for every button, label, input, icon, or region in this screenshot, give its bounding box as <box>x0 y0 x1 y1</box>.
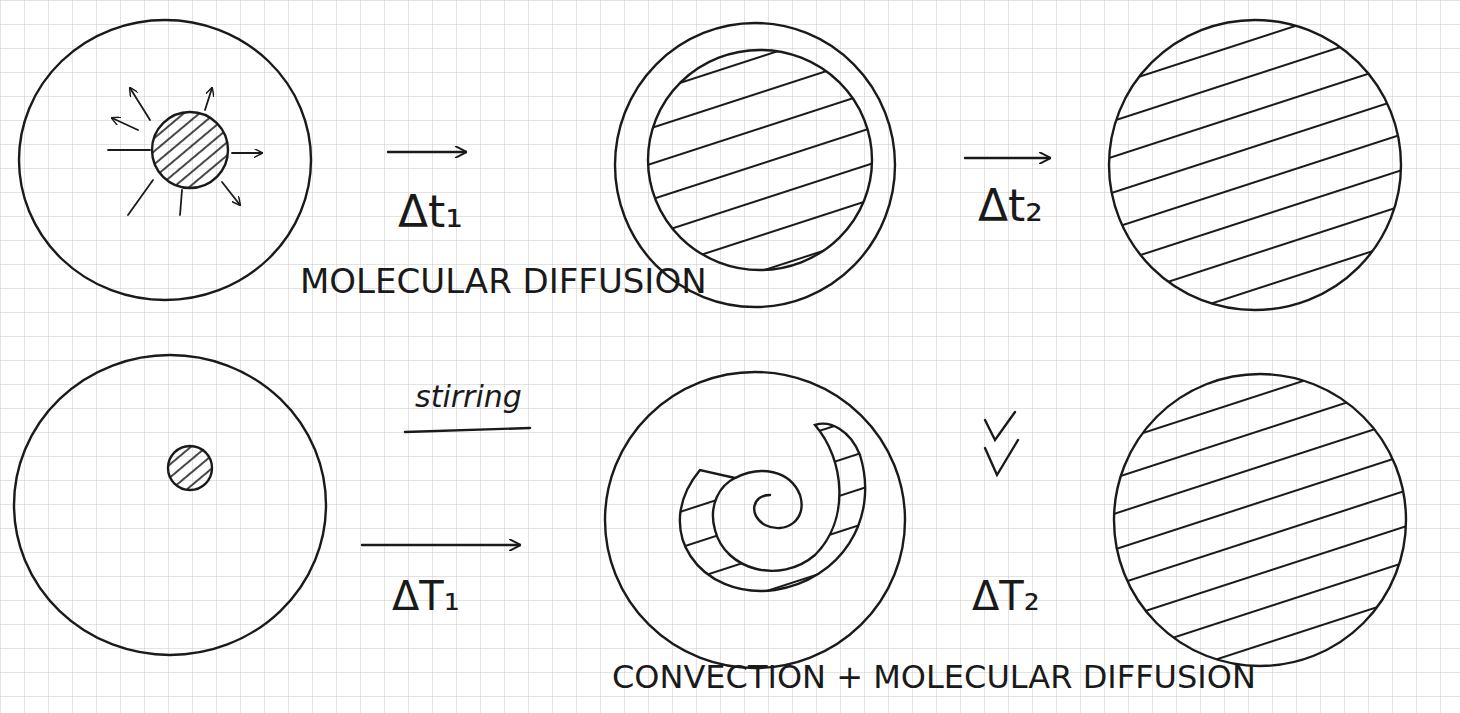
swirl-center <box>735 471 802 528</box>
diffusion-arrows <box>108 88 262 215</box>
time-arrow <box>362 544 520 546</box>
time-label: Δt₂ <box>978 182 1043 230</box>
mixed-container <box>1109 20 1401 310</box>
process-caption: MOLECULAR DIFFUSION <box>300 263 707 300</box>
time-label: Δt₁ <box>398 188 463 236</box>
container-circle <box>14 355 326 655</box>
container-circle <box>19 20 311 300</box>
swirled-dye <box>680 424 865 591</box>
stirring-line <box>405 428 530 432</box>
time-arrow <box>388 151 466 153</box>
time-label: ΔT₁ <box>392 574 460 618</box>
mixed-container <box>1114 374 1406 666</box>
dye-drop <box>168 446 212 490</box>
time-label: ΔT₂ <box>972 574 1040 618</box>
container-circle <box>605 372 905 668</box>
process-caption: CONVECTION + MOLECULAR DIFFUSION <box>612 660 1256 695</box>
action-label: stirring <box>415 380 522 413</box>
spread-dye <box>648 50 872 270</box>
check-marks <box>985 412 1018 475</box>
time-arrow <box>965 157 1050 159</box>
dye-drop <box>152 112 228 188</box>
